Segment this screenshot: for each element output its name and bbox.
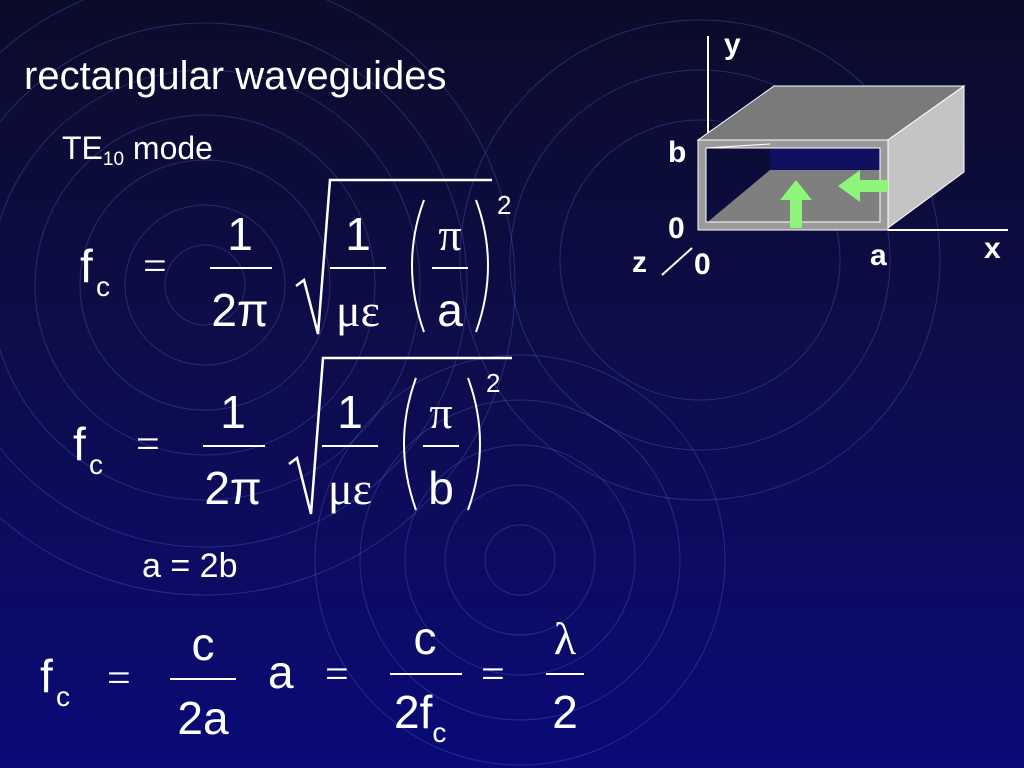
- eq1-radical: [295, 178, 492, 335]
- waveguide-front-frame: [697, 139, 889, 231]
- eq1-paren-right: [475, 199, 489, 333]
- origin-label-y: 0: [668, 212, 685, 245]
- mode-prefix: TE: [62, 130, 103, 166]
- axis-label-y: y: [724, 28, 741, 61]
- eq1-power: 2: [497, 190, 511, 220]
- eq3-lhs: f: [40, 650, 53, 702]
- eq2-equals: =: [136, 422, 160, 468]
- z-axis: [661, 247, 693, 276]
- eq3-equals-1: =: [107, 656, 131, 702]
- eq3-lhs-sub: c: [56, 681, 70, 712]
- eq3-den3: 2: [552, 686, 578, 738]
- eq3-num1: c: [192, 618, 215, 670]
- eq2-num3: π: [429, 387, 452, 438]
- eq1-equals: =: [143, 244, 167, 290]
- eq2-power: 2: [486, 368, 500, 398]
- waveguide-inner-edge: [705, 143, 771, 149]
- eq2-lhs-sub: c: [89, 449, 103, 480]
- mode-label: TE10 mode: [62, 128, 213, 180]
- field-arrow-up: [780, 180, 812, 228]
- eq2-den1: 2π: [204, 462, 261, 514]
- mode-subscript: 10: [102, 149, 125, 170]
- origin-label-x: 0: [694, 248, 711, 281]
- eq3-num2: c: [414, 612, 437, 664]
- eq2-lhs: f: [73, 418, 86, 470]
- eq2-paren-left: [403, 377, 417, 511]
- eq3-den1: 2a: [177, 692, 229, 744]
- eq2-radical: [288, 356, 512, 515]
- eq1-paren-left: [411, 199, 425, 333]
- eq1-num1: 1: [227, 208, 253, 260]
- eq1-den2: με: [336, 285, 380, 336]
- dimension-label-b: b: [668, 136, 686, 169]
- mode-suffix: mode: [124, 130, 213, 166]
- eq2-paren-right: [467, 377, 481, 511]
- eq3-den2: 2fc: [394, 686, 446, 748]
- eq1-num3: π: [438, 209, 461, 260]
- slide-title: rectangular waveguides: [24, 54, 447, 98]
- eq1-den3: a: [437, 284, 463, 336]
- eq3-equals-3: =: [481, 652, 505, 698]
- waveguide-diagram: y x z b a 0 0: [632, 28, 1008, 281]
- equation-2: f c = 1 2π 1 με π b 2: [73, 356, 512, 515]
- axis-label-z: z: [632, 246, 647, 279]
- eq1-num2: 1: [345, 208, 371, 260]
- eq2-den3: b: [428, 462, 454, 514]
- equation-1: f c = 1 2π 1 με π a 2: [80, 178, 511, 336]
- eq3-num3: λ: [554, 613, 577, 664]
- eq2-den2: με: [328, 463, 372, 514]
- equation-3: f c = c 2a a = c 2fc = λ 2: [40, 612, 584, 748]
- eq1-lhs-sub: c: [96, 271, 110, 302]
- eq1-lhs: f: [80, 240, 93, 292]
- eq2-num1: 1: [220, 386, 246, 438]
- dimension-relation: a = 2b: [142, 547, 238, 585]
- eq1-den1: 2π: [211, 284, 268, 336]
- eq2-num2: 1: [337, 386, 363, 438]
- dimension-label-a: a: [870, 239, 887, 272]
- field-arrow-left: [838, 170, 888, 202]
- eq3-variable: a: [268, 646, 294, 698]
- axis-label-x: x: [984, 232, 1001, 265]
- eq3-equals-2: =: [325, 652, 349, 698]
